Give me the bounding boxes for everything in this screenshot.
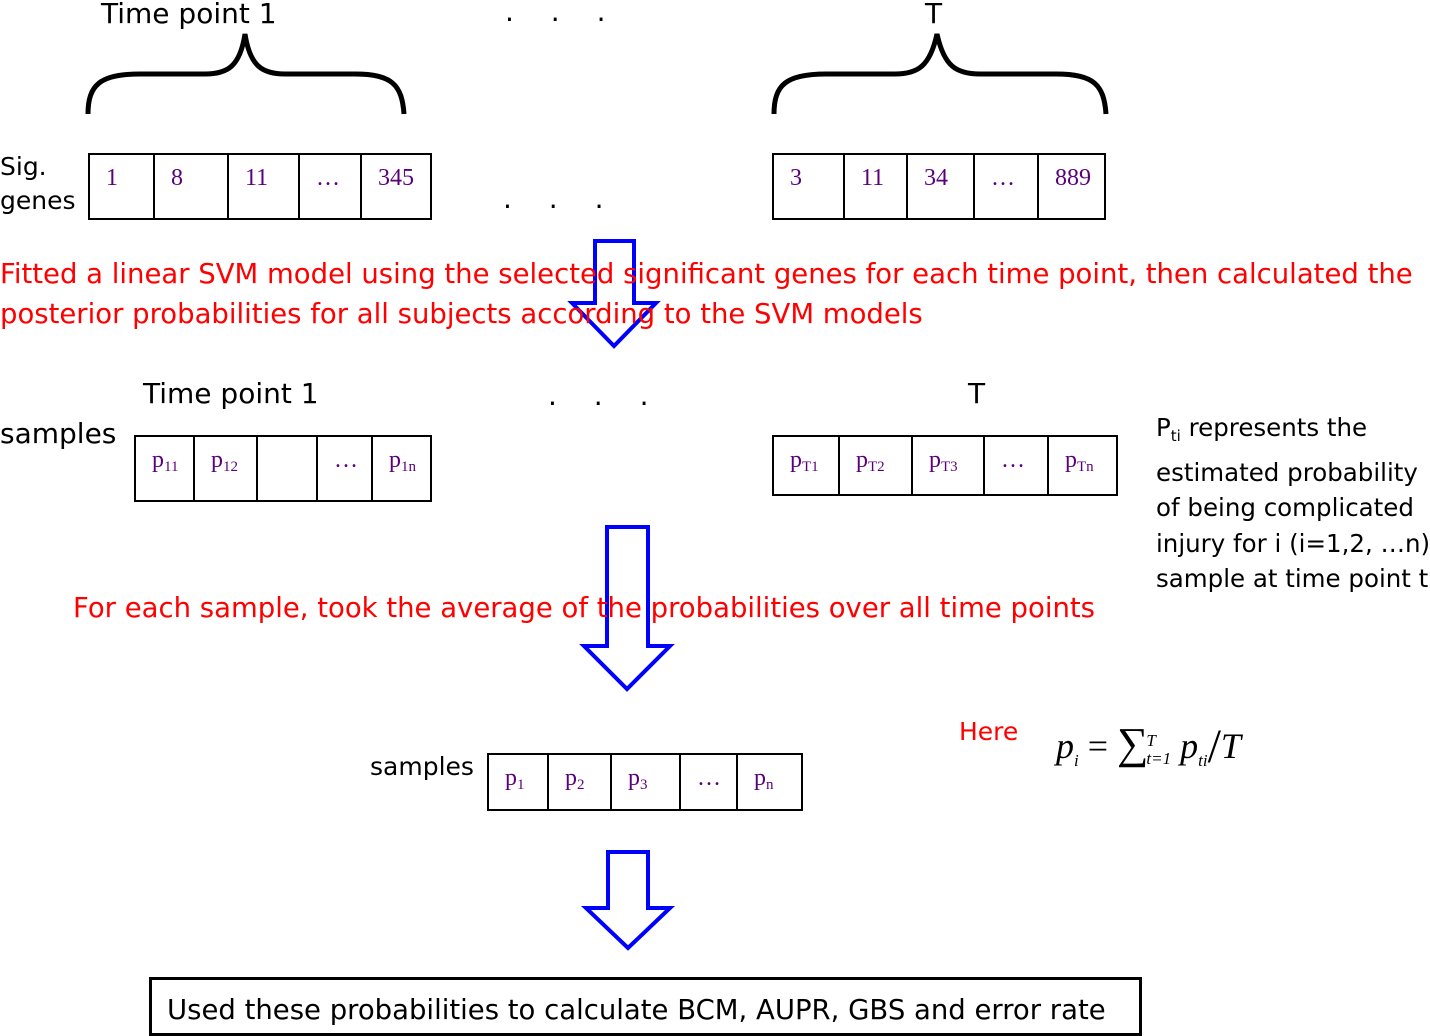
formula-sum-sign: ∑ xyxy=(1117,719,1149,768)
here-label: Here xyxy=(959,717,1019,746)
down-arrow-3 xyxy=(581,850,675,951)
samples-label: samples xyxy=(0,417,117,450)
average-prob-row: p1 p2 p3 … pn xyxy=(487,753,803,811)
formula-term: pti xyxy=(1180,726,1208,771)
avg-prob-cell: p3 xyxy=(612,755,681,809)
avg-prob-cell: … xyxy=(681,755,738,809)
bottom-samples-label: samples xyxy=(370,752,474,781)
formula-slash: / xyxy=(1207,720,1221,773)
prob-cell: pT1 xyxy=(774,437,840,494)
note-line-3: of being complicated xyxy=(1156,493,1414,522)
gene-cell: 11 xyxy=(845,155,908,218)
formula-lhs: pi xyxy=(1056,726,1079,771)
top-left-timepoint-label: Time point 1 xyxy=(101,0,277,30)
gene-cell: 8 xyxy=(155,155,229,218)
prob-cell: p11 xyxy=(136,437,195,500)
gene-cell: 11 xyxy=(229,155,300,218)
prob-cell: pT3 xyxy=(913,437,985,494)
gene-cell: 345 xyxy=(378,165,414,191)
gene-cell: … xyxy=(975,155,1039,218)
step1-text-line2: posterior probabilities for all subjects… xyxy=(0,298,923,330)
prob-cell: p12 xyxy=(195,437,258,500)
gene-cell: … xyxy=(300,155,362,218)
top-header-ellipsis: . . . xyxy=(505,0,620,28)
gene-cell: 1 xyxy=(90,155,155,218)
step1-text-line1: Fitted a linear SVM model using the sele… xyxy=(0,258,1413,290)
top-right-gene-row: 3 11 34 … 889 xyxy=(772,153,1106,220)
gene-cell: 3 xyxy=(774,155,845,218)
note-line-4: injury for i (i=1,2, …n) xyxy=(1156,528,1430,558)
down-arrow-1 xyxy=(567,239,661,349)
prob-cell: p1n xyxy=(389,447,416,475)
probability-note: Pti represents the estimated probability… xyxy=(1156,410,1430,597)
formula-divisor: T xyxy=(1220,726,1241,766)
avg-prob-cell: p2 xyxy=(549,755,612,809)
note-line-5: sample at time point t xyxy=(1156,564,1429,593)
middle-right-prob-row: pT1 pT2 pT3 … pTn xyxy=(772,435,1118,496)
prob-cell-empty xyxy=(258,437,318,500)
note-line-2: estimated probability xyxy=(1156,457,1418,487)
gene-cell: 34 xyxy=(908,155,975,218)
final-output-text: Used these probabilities to calculate BC… xyxy=(167,994,1106,1026)
middle-right-timepoint-label: T xyxy=(968,377,986,410)
step2-text: For each sample, took the average of the… xyxy=(73,592,1095,624)
final-output-box: Used these probabilities to calculate BC… xyxy=(149,977,1142,1036)
prob-cell: pT2 xyxy=(840,437,913,494)
formula-equals: = xyxy=(1087,726,1109,766)
gene-cell: 889 xyxy=(1055,165,1091,191)
avg-prob-cell: pn xyxy=(754,765,774,793)
left-brace xyxy=(85,33,407,115)
right-brace xyxy=(771,33,1109,115)
prob-cell: … xyxy=(985,437,1049,494)
down-arrow-2 xyxy=(579,525,675,692)
prob-cell: pTn xyxy=(1065,447,1094,475)
note-line-1: Pti represents the xyxy=(1156,413,1368,445)
middle-left-timepoint-label: Time point 1 xyxy=(143,377,319,410)
prob-cell: … xyxy=(318,437,373,500)
middle-left-prob-row: p11 p12 … p1n xyxy=(134,435,432,502)
top-middle-ellipsis: . . . xyxy=(503,182,618,215)
genes-label: genes xyxy=(0,186,76,215)
sig-label: Sig. xyxy=(0,152,47,181)
top-braces xyxy=(85,33,1109,115)
top-right-timepoint-label: T xyxy=(925,0,943,30)
top-left-gene-row: 1 8 11 … 345 xyxy=(88,153,432,220)
middle-ellipsis: . . . xyxy=(548,379,663,412)
avg-prob-cell: p1 xyxy=(489,755,549,809)
